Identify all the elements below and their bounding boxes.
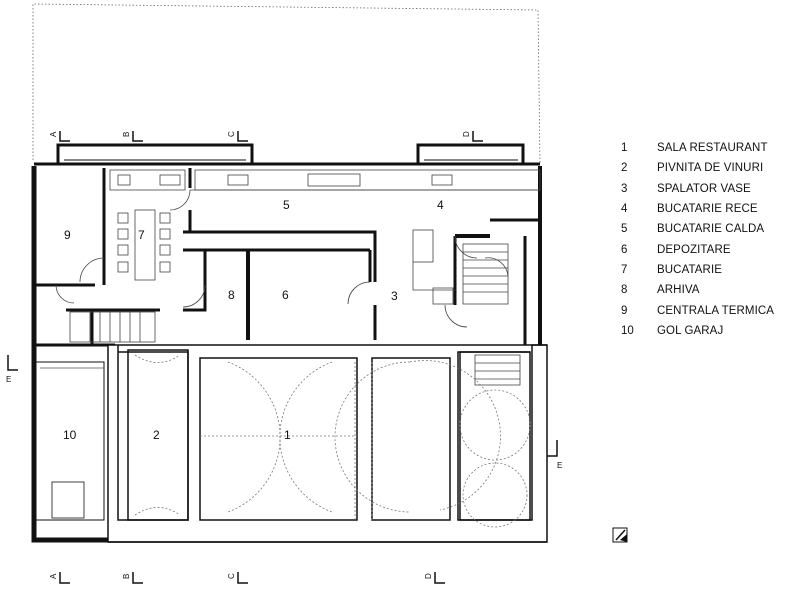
kitchen-counters [109, 169, 541, 305]
legend-name: BUCATARIE [657, 263, 723, 276]
section-markers [7, 131, 558, 584]
legend-name: BUCATARIE RECE [657, 203, 758, 216]
legend-name: GOL GARAJ [657, 324, 724, 337]
section-a-bottom: A [49, 573, 58, 579]
room-label-5: 5 [283, 198, 290, 212]
legend-number: 2 [621, 162, 628, 175]
section-b-top: B [122, 132, 131, 137]
legend-number: 5 [621, 223, 628, 236]
section-b-bottom: B [122, 574, 131, 579]
section-c-bottom: C [227, 573, 236, 579]
section-e-left: E [6, 375, 11, 384]
legend-number: 8 [621, 284, 628, 297]
legend-number: 6 [621, 243, 628, 256]
room-label-9: 9 [64, 228, 71, 242]
vault-arcs [134, 354, 531, 528]
legend-row: 8 ARHIVA [621, 280, 796, 300]
legend-number: 9 [621, 304, 628, 317]
section-a-top: A [49, 131, 58, 137]
room-label-1: 1 [284, 428, 291, 442]
room-label-7: 7 [138, 228, 145, 242]
legend-row: 9 CENTRALA TERMICA [621, 300, 796, 320]
terrace-outline [32, 3, 541, 165]
legend-name: BUCATARIE CALDA [657, 223, 765, 236]
legend-name: SALA RESTAURANT [657, 142, 768, 155]
room-label-3: 3 [391, 289, 398, 303]
upper-walls [31, 143, 542, 543]
legend-row: 3 SPALATOR VASE [621, 179, 796, 199]
legend-name: ARHIVA [657, 284, 700, 297]
room-label-10: 10 [63, 428, 77, 442]
legend-row: 6 DEPOZITARE [621, 239, 796, 259]
legend-name: CENTRALA TERMICA [657, 304, 775, 317]
room-label-2: 2 [153, 428, 160, 442]
section-c-top: C [227, 131, 236, 137]
legend-name: SPALATOR VASE [657, 182, 751, 195]
legend-row: 1 SALA RESTAURANT [621, 138, 796, 158]
legend-number: 4 [621, 203, 628, 216]
garage-room [35, 361, 105, 521]
vault-rooms [108, 344, 547, 543]
legend-number: 7 [621, 263, 628, 276]
lower-walls [107, 344, 548, 543]
section-d-top: D [462, 131, 471, 137]
room-label-4: 4 [437, 198, 444, 212]
legend-name: DEPOZITARE [657, 243, 731, 256]
legend-number: 10 [621, 324, 634, 337]
legend-number: 1 [621, 142, 628, 155]
legend-row: 2 PIVNITA DE VINURI [621, 158, 796, 178]
room-legend: 1 SALA RESTAURANT 2 PIVNITA DE VINURI 3 … [621, 138, 796, 341]
section-e-right: E [557, 461, 562, 470]
legend-row: 7 BUCATARIE [621, 260, 796, 280]
legend-row: 10 GOL GARAJ [621, 321, 796, 341]
legend-row: 5 BUCATARIE CALDA [621, 219, 796, 239]
legend-number: 3 [621, 182, 628, 195]
room-label-8: 8 [228, 288, 235, 302]
section-d-bottom: D [424, 573, 433, 579]
legend-name: PIVNITA DE VINURI [657, 162, 764, 175]
legend-row: 4 BUCATARIE RECE [621, 199, 796, 219]
north-arrow-icon [612, 527, 628, 543]
room-label-6: 6 [282, 288, 289, 302]
